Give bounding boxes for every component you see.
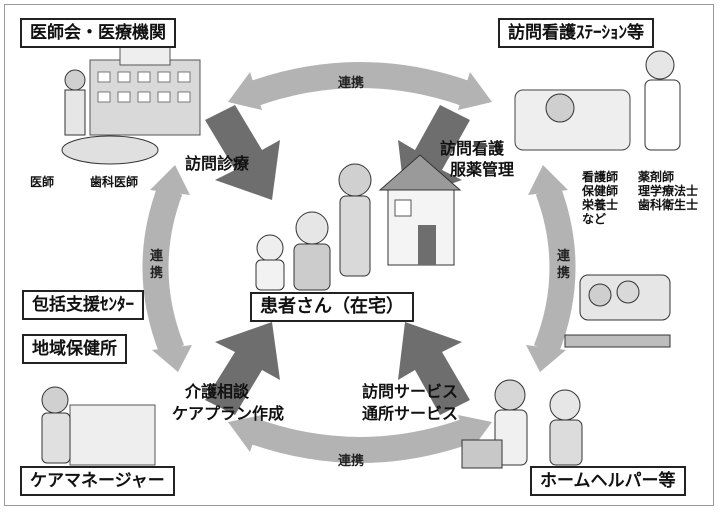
- cycle-arrowhead-bottom-right: [458, 415, 492, 452]
- label-doctor: 医師: [30, 175, 55, 189]
- profession-col1-1: 保健師: [582, 184, 619, 198]
- health-center-box: 地域保健所: [22, 334, 127, 364]
- profession-col2-1: 理学療法士: [638, 184, 699, 198]
- renkei-left-1: 連: [150, 249, 164, 264]
- label-service-1: 訪問サービス: [362, 382, 459, 401]
- cycle-arrowhead-top-right: [458, 72, 492, 110]
- label-consult-1: 介護相談: [185, 382, 250, 401]
- nursing-station-box: 訪問看護ｽﾃｰｼｮﾝ等: [498, 18, 654, 48]
- renkei-left-2: 携: [150, 266, 164, 281]
- cycle-arrow-left: [142, 185, 185, 355]
- care-manager-box: ケアマネージャー: [20, 466, 175, 496]
- cycle-arrows: [142, 62, 576, 463]
- label-dentist: 歯科医師: [90, 175, 139, 189]
- label-home-visit-care: 訪問診療: [185, 154, 250, 173]
- profession-col2-2: 歯科衛生士: [638, 198, 699, 212]
- cycle-arrow-right: [533, 185, 576, 355]
- patient-box: 患者さん（在宅）: [250, 292, 414, 322]
- cycle-arrowhead-left-bottom: [152, 345, 192, 372]
- inward-arrow-service: [398, 322, 470, 415]
- medical-box: 医師会・医療機関: [20, 18, 176, 48]
- home-helper-box: ホームヘルパー等: [530, 466, 686, 496]
- family-house-icon: [255, 154, 462, 291]
- label-home-nursing-1: 訪問看護: [440, 139, 505, 158]
- cycle-arrow-top: [245, 62, 475, 108]
- nurse-patient-icon: [514, 50, 681, 151]
- diagram-frame: [4, 4, 714, 506]
- profession-col2-0: 薬剤師: [638, 170, 675, 184]
- cycle-arrowhead-left-top: [150, 165, 190, 195]
- cycle-arrowhead-top-left: [228, 72, 262, 110]
- profession-col1-0: 看護師: [582, 170, 619, 184]
- cycle-arrowhead-bottom-left: [228, 415, 262, 452]
- renkei-right-2: 携: [557, 266, 571, 281]
- cycle-arrow-bottom: [245, 417, 475, 463]
- renkei-top: 連携: [338, 76, 365, 91]
- inward-arrow-medical: [205, 105, 280, 200]
- label-home-nursing-2: 服薬管理: [450, 160, 515, 179]
- inward-arrow-care: [205, 322, 280, 415]
- label-service-2: 通所サービス: [362, 404, 459, 423]
- meal-care-icon: [564, 274, 671, 348]
- cycle-arrowhead-right-top: [528, 165, 568, 195]
- care-manager-icon: [41, 386, 156, 466]
- profession-col1-3: など: [582, 212, 607, 226]
- label-consult-2: ケアプラン作成: [172, 404, 285, 423]
- renkei-right-1: 連: [557, 249, 571, 264]
- cycle-arrowhead-right-bottom: [526, 345, 566, 372]
- renkei-bottom: 連携: [338, 454, 365, 469]
- helper-elderly-icon: [461, 379, 583, 469]
- support-center-box: 包括支援ｾﾝﾀｰ: [22, 290, 144, 320]
- profession-col1-2: 栄養士: [582, 198, 619, 212]
- hospital-icon: [61, 44, 201, 165]
